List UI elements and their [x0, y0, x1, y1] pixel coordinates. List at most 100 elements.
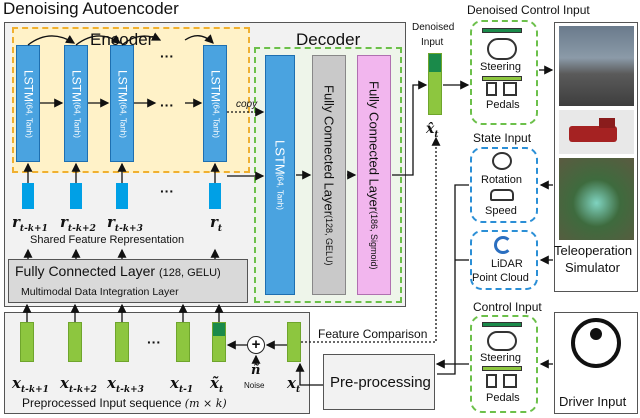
- feature-symbol: r: [12, 213, 20, 231]
- car-speed-icon: [490, 189, 514, 201]
- denoised-control-panel: [470, 20, 538, 125]
- simulator-view-road: [559, 26, 634, 106]
- feature-bar-3: [116, 183, 128, 209]
- lstm-params: (64, Tanh): [211, 101, 221, 138]
- input-label-clean: xt: [287, 374, 300, 395]
- lstm-params: (64, Tanh): [118, 101, 128, 138]
- input-symbol: x: [170, 374, 179, 392]
- copy-arrow: [227, 107, 265, 181]
- preprocessing-box: [323, 354, 435, 410]
- driver-input-label: Driver Input: [559, 394, 627, 409]
- feature-comparison-label: Feature Comparison: [318, 327, 428, 341]
- lidar-label-1: LiDAR: [491, 258, 523, 270]
- rotation-icon: [492, 152, 512, 170]
- noise-symbol: ñ: [251, 363, 261, 378]
- input-subscript: t: [218, 385, 224, 395]
- fc-title-text: Fully Connected Layer: [15, 263, 156, 279]
- decoder-fc2-name: Fully Connected Layer: [366, 80, 382, 211]
- feature-symbol: r: [60, 213, 68, 231]
- input-label-3: xt-k+3: [107, 374, 144, 395]
- input-symbol: x: [12, 374, 21, 392]
- decoder-label: Decoder: [296, 30, 361, 49]
- noise-adder: +: [247, 336, 265, 354]
- fc-integration-layer: Fully Connected Layer (128, GELU) Multim…: [8, 259, 248, 303]
- feature-subscript: t-k+1: [19, 224, 48, 234]
- simulator-label-1: Teleoperation: [554, 243, 633, 258]
- encoder-recurrent-arrows: [27, 32, 214, 108]
- feature-comparison-arrow: [301, 136, 441, 343]
- shared-feature-caption: Shared Feature Representation: [30, 234, 185, 246]
- denoised-label-1: Denoised: [412, 22, 455, 33]
- input-subscript: t-1: [178, 385, 194, 395]
- feature-bar-2: [70, 183, 82, 209]
- lstm-params: (64, Tanh): [72, 101, 82, 138]
- preprocessing-to-input-arrow: [295, 362, 323, 386]
- feature-label-4: rt: [210, 213, 222, 234]
- control-input-title: Control Input: [473, 300, 542, 314]
- input-subscript: t-k+3: [115, 385, 144, 395]
- denoised-x: x̂: [426, 121, 435, 137]
- denoised-to-control-arrow: [443, 65, 554, 90]
- input-label-noisy: x̃t: [210, 374, 223, 395]
- input-bar-1: [20, 322, 34, 362]
- denoised-symbol: x̂t: [426, 121, 439, 140]
- pedals-icon-2: [503, 82, 517, 96]
- denoised-pedals-label: Pedals: [486, 99, 520, 111]
- encoder-lstm-4: LSTM(64, Tanh): [203, 45, 227, 162]
- encoder-ellipsis-top: ···: [160, 48, 174, 64]
- encoder-lstm-1: LSTM(64, Tanh): [16, 45, 40, 162]
- decoder-fc-sigmoid: Fully Connected Layer(186, Sigmoid): [357, 55, 391, 295]
- diagram-title: Denoising Autoencoder: [3, 0, 179, 18]
- input-symbol: x̃: [210, 374, 219, 392]
- encoder-lstm-2: LSTM(64, Tanh): [64, 45, 88, 162]
- encoder-label: Encoder: [90, 30, 154, 49]
- control-steering-wheel-icon: [487, 331, 517, 351]
- input-bar-noisy: [212, 322, 226, 362]
- state-input-title: State Input: [473, 131, 532, 145]
- input-symbol: x: [287, 374, 296, 392]
- noisy-bar-top: [213, 323, 225, 336]
- fc-params: (128, GELU): [158, 267, 221, 279]
- encoder-lstm-3: LSTM(64, Tanh): [110, 45, 134, 162]
- control-steering-bar: [482, 322, 522, 327]
- lstm-name: LSTM: [208, 69, 223, 102]
- denoised-sub: t: [434, 129, 439, 140]
- input-bar-2: [68, 322, 82, 362]
- input-subscript: t-k+1: [20, 385, 49, 395]
- control-pedals-icon-2: [503, 374, 517, 388]
- preprocessing-label: Pre-processing: [330, 374, 431, 391]
- decoder-lstm-name: LSTM: [272, 139, 288, 175]
- input-label-1: xt-k+1: [12, 374, 49, 395]
- fc-integration-title: Fully Connected Layer (128, GELU): [15, 263, 221, 279]
- state-arrows: [435, 180, 553, 375]
- denoised-bar-top: [429, 54, 441, 72]
- denoised-steering-label: Steering: [480, 61, 521, 73]
- lstm-name: LSTM: [115, 69, 130, 102]
- feature-subscript: t-k+3: [114, 224, 143, 234]
- input-symbol: x: [60, 374, 69, 392]
- decoder-lstm: LSTM(64, Tanh): [265, 55, 295, 295]
- feature-to-lstm-arrows: [23, 162, 220, 183]
- control-pedals-label: Pedals: [486, 392, 520, 404]
- denoised-label-2: Input: [421, 37, 444, 48]
- lstm-name: LSTM: [69, 69, 84, 102]
- decoder-fc2-params: (186, Sigmoid): [369, 210, 379, 270]
- decoder-lstm-params: (64, Tanh): [275, 174, 285, 211]
- caption-dims: (m × k): [184, 397, 227, 410]
- feature-ellipsis: ···: [160, 183, 174, 199]
- feature-subscript: t: [217, 224, 223, 234]
- lstm-params: (64, Tanh): [24, 101, 34, 138]
- input-bar-4: [176, 322, 190, 362]
- input-subscript: t: [295, 385, 301, 395]
- input-label-4: xt-1: [170, 374, 193, 395]
- input-label-2: xt-k+2: [60, 374, 97, 395]
- driver-icon: [571, 318, 621, 368]
- input-symbol: x: [107, 374, 116, 392]
- denoised-control-title: Denoised Control Input: [467, 3, 590, 17]
- input-to-fc-arrows: [22, 303, 224, 322]
- feature-label-2: rt-k+2: [60, 213, 96, 234]
- feature-symbol: r: [210, 213, 218, 231]
- simulator-label-2: Simulator: [565, 260, 620, 275]
- input-sequence-caption: Preprocessed Input sequence (m × k): [22, 396, 227, 410]
